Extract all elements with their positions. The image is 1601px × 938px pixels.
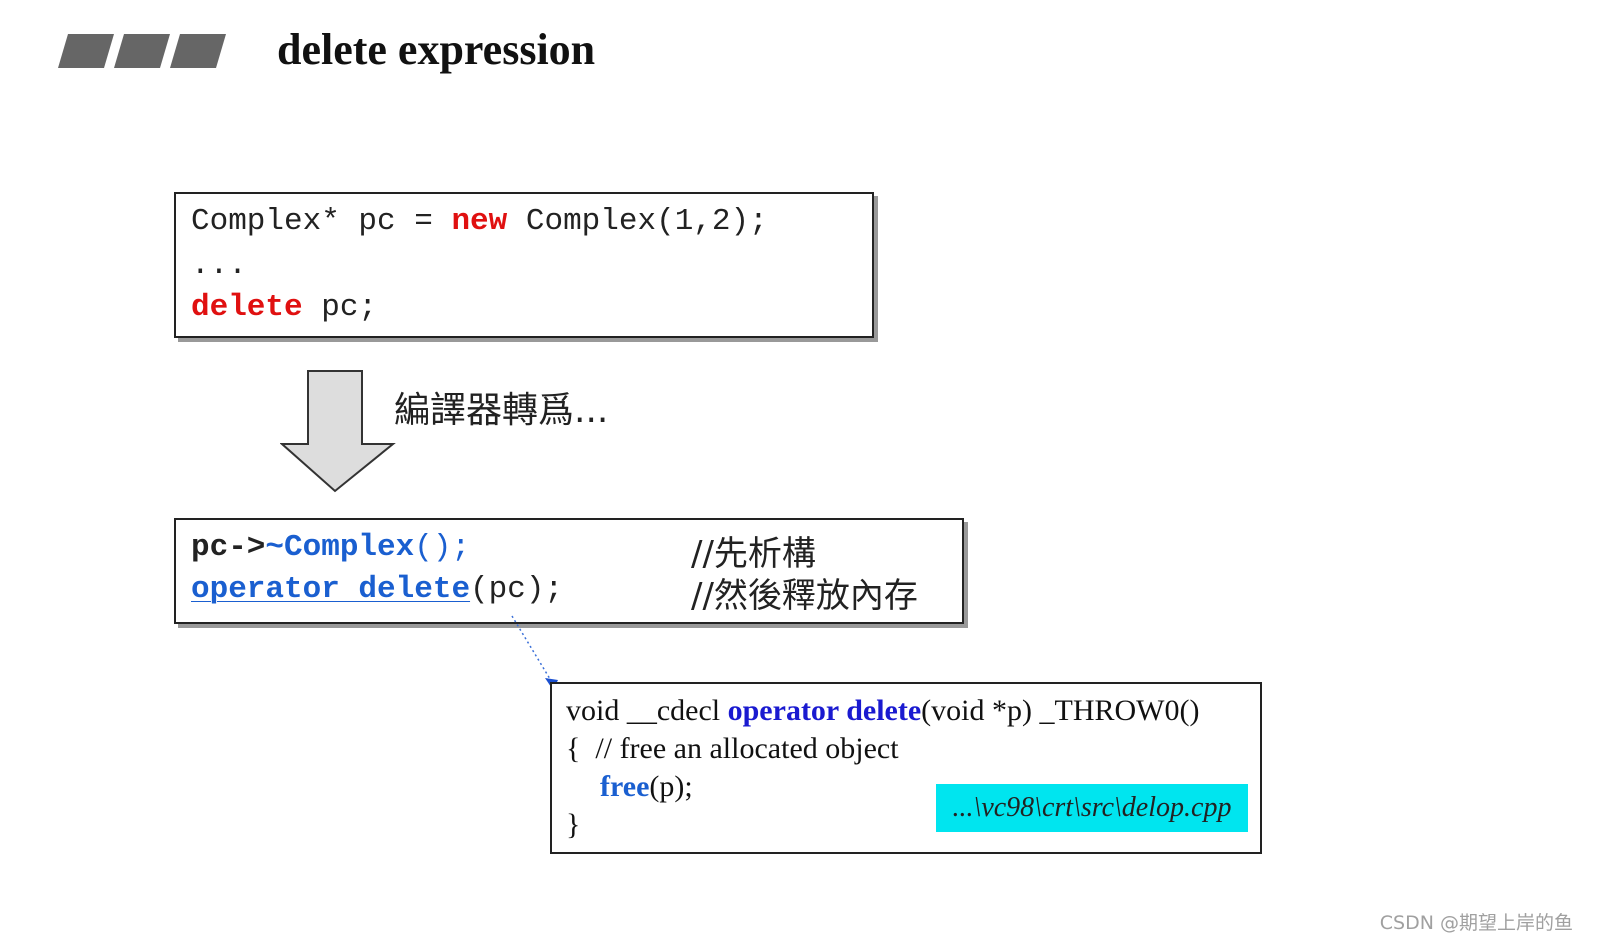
- header-decoration: [58, 34, 226, 68]
- source-line-close-brace: }: [566, 808, 581, 841]
- source-path-badge: ...\vc98\crt\src\delop.cpp: [936, 784, 1248, 832]
- code-text: (pc);: [470, 572, 564, 607]
- operator-delete-source-box: void __cdecl operator delete(void *p) _T…: [550, 682, 1262, 854]
- down-arrow-icon: [280, 370, 396, 493]
- code-text: void __cdecl: [566, 694, 728, 727]
- keyword-operator-delete: operator delete: [191, 572, 471, 607]
- source-line-free: free(p);: [600, 770, 693, 804]
- keyword-delete: delete: [191, 290, 303, 325]
- code-line-new: Complex* pc = new Complex(1,2);: [191, 204, 768, 239]
- keyword-free: free: [600, 770, 650, 803]
- code-line-delete: delete pc;: [191, 290, 377, 325]
- keyword-new: new: [451, 204, 508, 239]
- code-line-destructor: pc->~Complex();: [191, 530, 470, 565]
- code-line-operator-delete: operator delete(pc);: [191, 572, 563, 607]
- keyword-operator-delete: operator delete: [727, 694, 922, 727]
- code-text: Complex(1,2);: [507, 204, 768, 239]
- comment-free-memory: //然後釋放內存: [691, 576, 918, 616]
- code-text: (p);: [649, 770, 693, 803]
- code-line-ellipsis: ...: [191, 248, 247, 283]
- code-text: pc->: [191, 530, 266, 565]
- keyword-destructor: ~Complex: [265, 530, 415, 565]
- source-code-box: Complex* pc = new Complex(1,2); ... dele…: [174, 192, 874, 338]
- code-text: ();: [414, 530, 471, 565]
- code-text: Complex* pc =: [191, 204, 452, 239]
- page-title: delete expression: [277, 25, 596, 74]
- code-text: (void *p) _THROW0(): [921, 694, 1200, 727]
- compile-note: 編譯器轉爲...: [394, 390, 609, 431]
- comment-destruct: //先析構: [691, 534, 816, 574]
- source-line-comment: { // free an allocated object: [566, 732, 899, 765]
- watermark: CSDN @期望上岸的鱼: [1379, 912, 1573, 934]
- code-text: pc;: [302, 290, 378, 325]
- translated-code-box: pc->~Complex(); //先析構 operator delete(pc…: [174, 518, 964, 624]
- source-line-signature: void __cdecl operator delete(void *p) _T…: [566, 694, 1199, 728]
